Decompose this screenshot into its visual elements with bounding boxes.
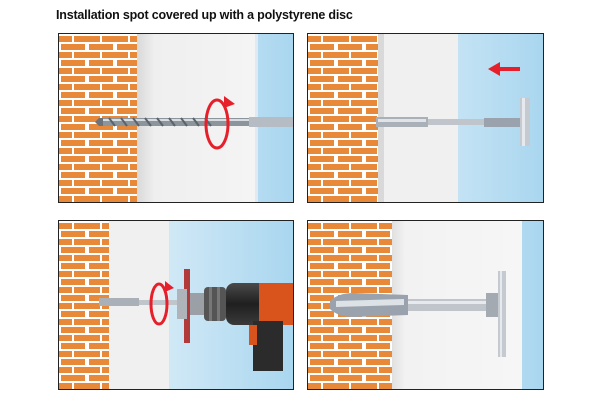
brick-wall xyxy=(308,34,378,202)
drill-bit-icon xyxy=(95,117,293,127)
direction-arrow-icon xyxy=(488,62,520,76)
anchor-icon xyxy=(376,98,530,146)
rotation-arrow-head xyxy=(224,96,235,108)
step-finished-installation-panel xyxy=(307,220,544,390)
step-inserting-anchor-panel xyxy=(307,33,544,203)
step-drilling-hole-panel xyxy=(58,33,294,203)
rotation-arrow-icon xyxy=(204,98,230,150)
step-screwing-with-drill-panel xyxy=(58,220,294,390)
power-drill-icon xyxy=(204,283,293,371)
anchor-icon xyxy=(330,293,486,317)
plate-icon xyxy=(486,271,506,357)
rotation-arrow-icon xyxy=(149,282,169,326)
page-title: Installation spot covered up with a poly… xyxy=(56,8,353,22)
